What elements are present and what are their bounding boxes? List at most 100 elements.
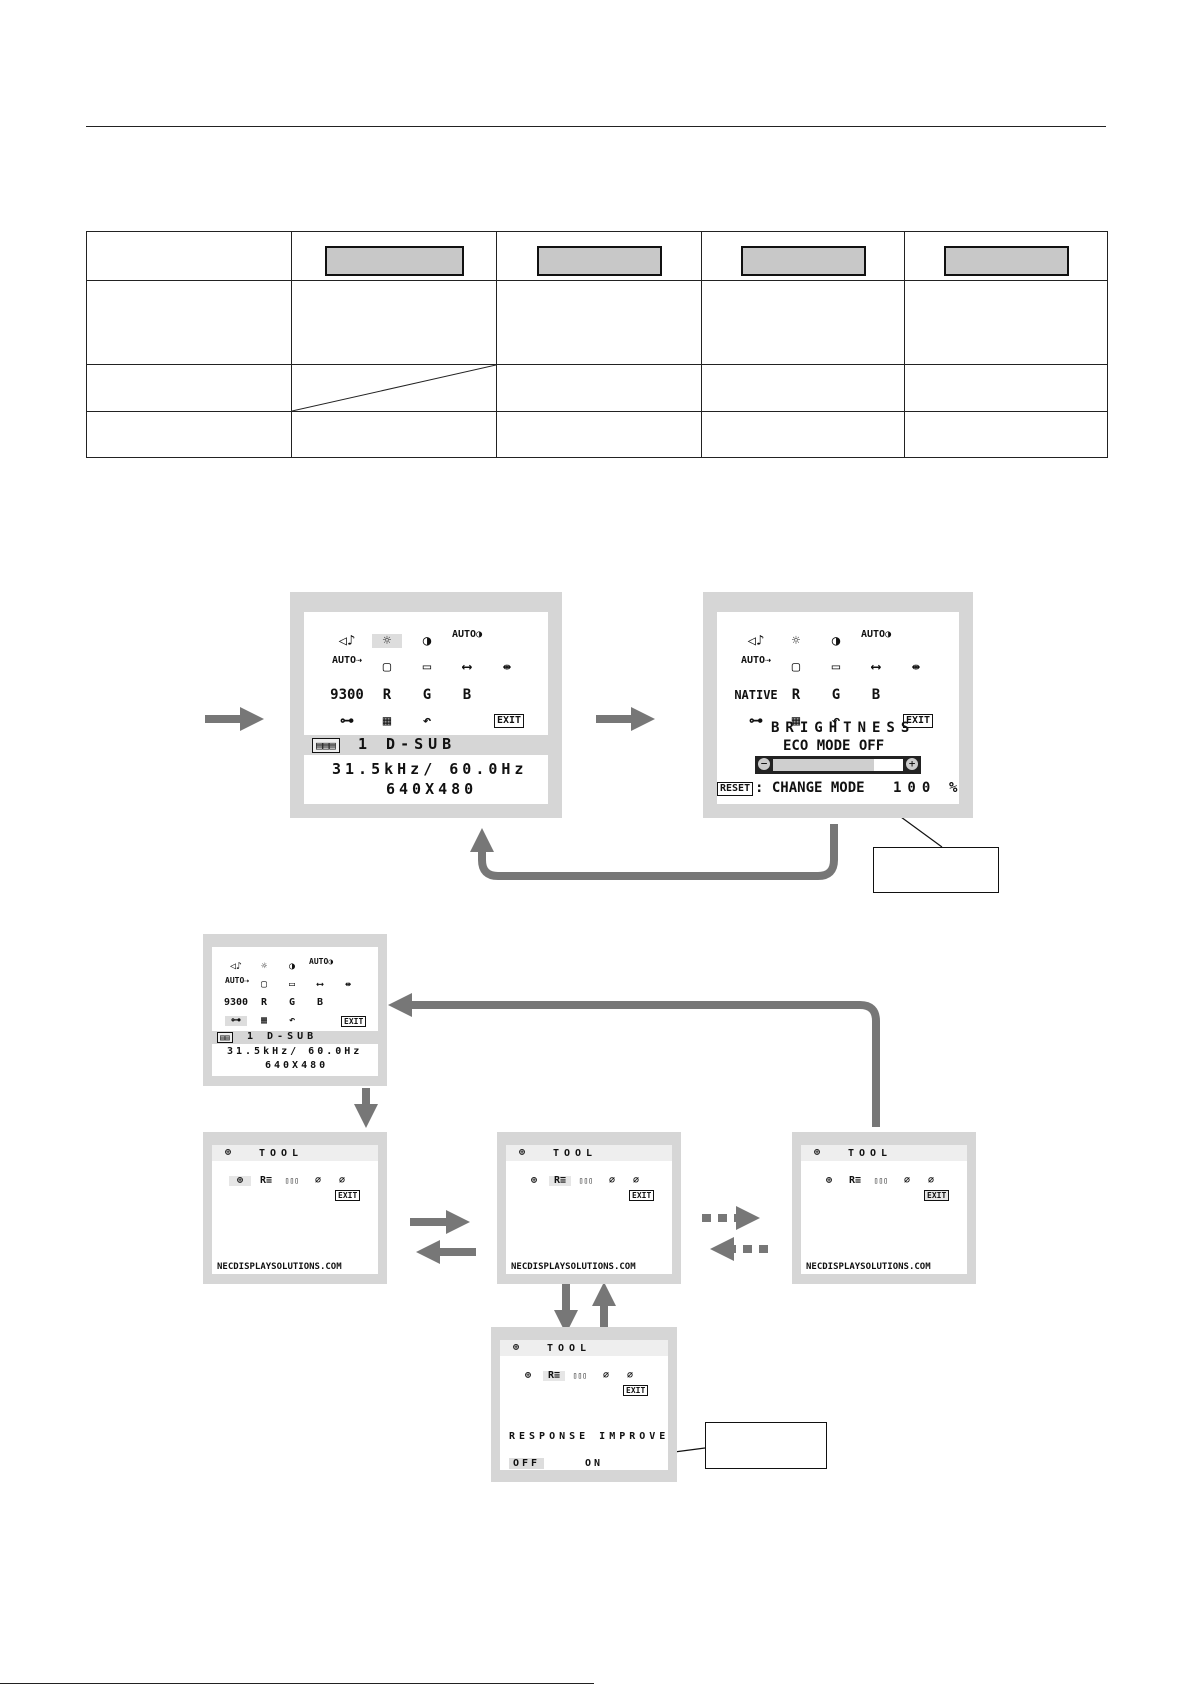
table-cell bbox=[496, 411, 702, 458]
off-timer-icon[interactable]: ▯▯▯ bbox=[284, 1176, 300, 1185]
brightness-title: BRIGHTNESS bbox=[771, 720, 916, 736]
factory-preset-icon[interactable]: ↶ bbox=[422, 713, 432, 729]
key-button-2 bbox=[536, 245, 662, 276]
red-icon[interactable]: R bbox=[791, 687, 801, 703]
diagonal-line bbox=[292, 365, 496, 411]
top-rule bbox=[86, 126, 1106, 127]
fine-icon[interactable]: ⇹ bbox=[502, 659, 512, 675]
color-9300-icon[interactable]: 9300 bbox=[330, 687, 364, 703]
tool-title: TOOL bbox=[547, 1343, 592, 1354]
response-icon[interactable]: ⌀ bbox=[608, 1175, 616, 1186]
zoom-icon[interactable]: ⊕ bbox=[524, 1370, 532, 1381]
eco-icon[interactable]: ⌀ bbox=[632, 1175, 640, 1186]
blue-icon[interactable]: B bbox=[462, 687, 472, 703]
tool-icon[interactable]: ⊶ bbox=[225, 1016, 247, 1026]
left-right-icon[interactable]: ▢ bbox=[260, 979, 268, 990]
brightness-icon[interactable]: ☼ bbox=[260, 961, 268, 972]
menu-tools-icon[interactable]: ▦ bbox=[382, 713, 392, 729]
resolution-label: 640X480 bbox=[386, 780, 478, 798]
video-detect-icon[interactable]: R≡ bbox=[549, 1176, 571, 1186]
up-down-icon[interactable]: ▭ bbox=[422, 659, 432, 675]
response-icon[interactable]: ⌀ bbox=[314, 1175, 322, 1186]
audio-icon[interactable]: ◁♪ bbox=[338, 633, 356, 649]
minus-icon[interactable]: − bbox=[758, 758, 770, 770]
on-option[interactable]: ON bbox=[585, 1458, 604, 1469]
off-timer-icon[interactable]: ▯▯▯ bbox=[578, 1176, 594, 1185]
key-button-3 bbox=[740, 245, 866, 276]
exit-icon[interactable]: EXIT bbox=[629, 1190, 655, 1201]
left-right-icon[interactable]: ▢ bbox=[791, 659, 801, 675]
table-cell bbox=[904, 411, 1108, 458]
tool-icon[interactable]: ⊶ bbox=[749, 713, 763, 729]
fine-icon[interactable]: ⇹ bbox=[911, 659, 921, 675]
table-cell bbox=[904, 280, 1108, 365]
color-9300-icon[interactable]: 9300 bbox=[223, 997, 249, 1008]
auto-adjust-icon[interactable]: AUTO⇢ bbox=[332, 655, 363, 666]
up-down-icon[interactable]: ▭ bbox=[831, 659, 841, 675]
native-icon[interactable]: NATIVE bbox=[734, 688, 778, 702]
response-icon[interactable]: ⌀ bbox=[602, 1370, 610, 1381]
zoom-icon[interactable]: ⊕ bbox=[825, 1175, 833, 1186]
auto-adjust-icon[interactable]: AUTO⇢ bbox=[225, 976, 250, 985]
exit-icon[interactable]: EXIT bbox=[335, 1190, 361, 1201]
auto-adjust-icon[interactable]: AUTO⇢ bbox=[741, 655, 772, 666]
arrow-return bbox=[470, 824, 838, 880]
exit-icon[interactable]: EXIT bbox=[623, 1385, 649, 1396]
green-icon[interactable]: G bbox=[422, 687, 432, 703]
eco-icon[interactable]: ⌀ bbox=[338, 1175, 346, 1186]
off-timer-icon[interactable]: ▯▯▯ bbox=[572, 1371, 588, 1380]
fine-icon[interactable]: ⇹ bbox=[344, 979, 352, 990]
osd-main-menu-small: ◁♪ ☼ ◑ AUTO◑ AUTO⇢ ▢ ▭ ⟷ ⇹ 9300 R G B ⊶ … bbox=[203, 934, 387, 1086]
video-detect-icon[interactable]: R≡ bbox=[543, 1371, 565, 1381]
factory-preset-icon[interactable]: ↶ bbox=[831, 713, 841, 729]
auto-contrast-icon[interactable]: AUTO◑ bbox=[309, 957, 334, 966]
audio-icon[interactable]: ◁♪ bbox=[747, 633, 765, 649]
exit-icon[interactable]: EXIT bbox=[903, 714, 934, 728]
slider-track bbox=[773, 759, 903, 771]
zoom-icon[interactable]: ⊕ bbox=[530, 1175, 538, 1186]
input-label: 1 D-SUB bbox=[247, 1031, 318, 1042]
exit-icon[interactable]: EXIT bbox=[494, 714, 525, 728]
contrast-icon[interactable]: ◑ bbox=[288, 961, 296, 972]
contrast-icon[interactable]: ◑ bbox=[422, 633, 432, 649]
tool-icon: ⊕ bbox=[518, 1147, 526, 1158]
red-icon[interactable]: R bbox=[260, 997, 268, 1008]
key-button-1 bbox=[324, 245, 464, 276]
website-label: NECDISPLAYSOLUTIONS.COM bbox=[806, 1262, 931, 1272]
h-size-icon[interactable]: ⟷ bbox=[871, 659, 881, 675]
blue-icon[interactable]: B bbox=[871, 687, 881, 703]
auto-contrast-icon[interactable]: AUTO◑ bbox=[452, 629, 483, 640]
factory-preset-icon[interactable]: ↶ bbox=[288, 1015, 296, 1026]
exit-icon[interactable]: EXIT bbox=[924, 1190, 950, 1201]
up-down-icon[interactable]: ▭ bbox=[288, 979, 296, 990]
h-size-icon[interactable]: ⟷ bbox=[316, 979, 324, 990]
video-detect-icon[interactable]: R≡ bbox=[259, 1175, 273, 1186]
menu-tools-icon[interactable]: ▦ bbox=[260, 1015, 268, 1026]
brightness-slider[interactable]: − + bbox=[755, 756, 921, 774]
brightness-icon[interactable]: ☼ bbox=[372, 634, 402, 648]
contrast-icon[interactable]: ◑ bbox=[831, 633, 841, 649]
menu-tools-icon[interactable]: ▦ bbox=[791, 713, 801, 729]
exit-icon[interactable]: EXIT bbox=[341, 1016, 367, 1027]
response-icon[interactable]: ⌀ bbox=[903, 1175, 911, 1186]
auto-contrast-icon[interactable]: AUTO◑ bbox=[861, 629, 892, 640]
osd-response-improve: ⊕ TOOL ⊕ R≡ ▯▯▯ ⌀ ⌀ EXIT RESPONSE IMPROV… bbox=[491, 1327, 677, 1482]
green-icon[interactable]: G bbox=[831, 687, 841, 703]
left-right-icon[interactable]: ▢ bbox=[382, 659, 392, 675]
h-size-icon[interactable]: ⟷ bbox=[462, 659, 472, 675]
video-detect-icon[interactable]: R≡ bbox=[848, 1175, 862, 1186]
table-cell bbox=[496, 364, 702, 412]
audio-icon[interactable]: ◁♪ bbox=[229, 961, 243, 972]
eco-icon[interactable]: ⌀ bbox=[626, 1370, 634, 1381]
off-option[interactable]: OFF bbox=[509, 1458, 545, 1469]
green-icon[interactable]: G bbox=[288, 997, 296, 1008]
zoom-icon[interactable]: ⊕ bbox=[229, 1176, 251, 1186]
tool-icon[interactable]: ⊶ bbox=[340, 713, 354, 729]
blue-icon[interactable]: B bbox=[316, 997, 324, 1008]
red-icon[interactable]: R bbox=[382, 687, 392, 703]
plus-icon[interactable]: + bbox=[906, 758, 918, 770]
off-timer-icon[interactable]: ▯▯▯ bbox=[873, 1176, 889, 1185]
eco-icon[interactable]: ⌀ bbox=[927, 1175, 935, 1186]
brightness-icon[interactable]: ☼ bbox=[791, 633, 801, 649]
